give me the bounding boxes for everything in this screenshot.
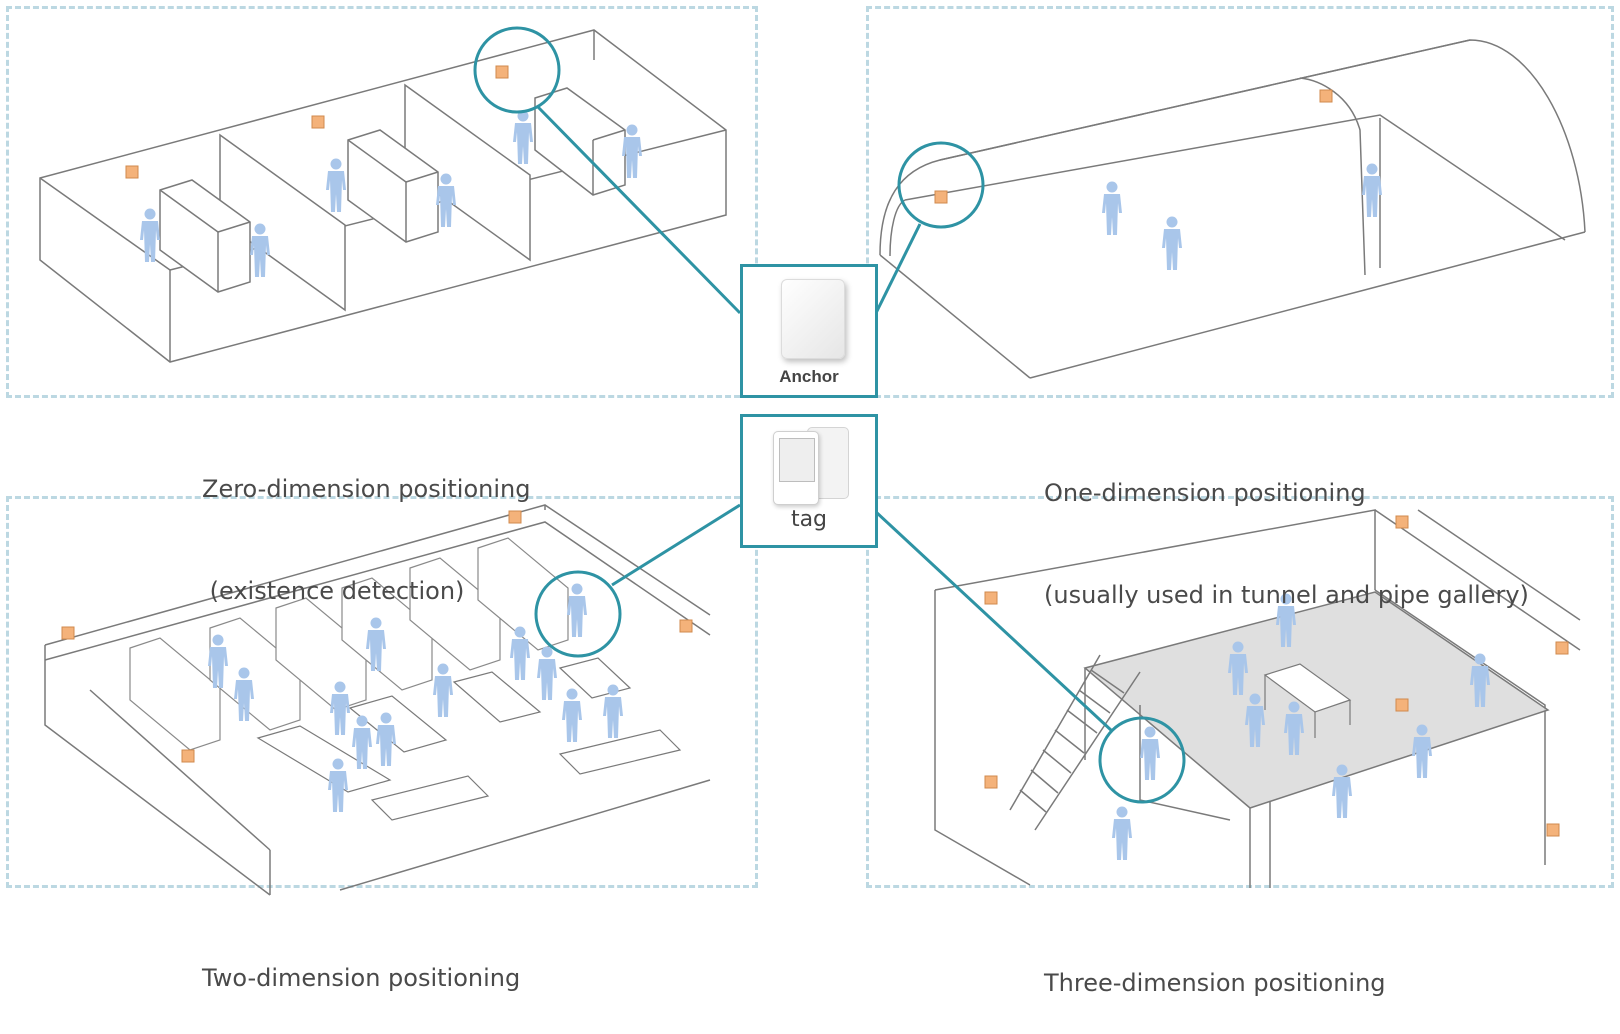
panel-one-dimension [866,6,1614,398]
caption-two-dimension: Two-dimension positioning [202,893,520,1029]
panel-three-dimension [866,496,1614,888]
stairs [1009,654,1141,831]
caption-zero-line1: Zero-dimension positioning [202,475,531,503]
zero-dimension-scene [39,29,727,363]
anchor-label: Anchor [779,367,839,386]
caption-one-dimension: One-dimension positioning (usually used … [1044,408,1529,646]
panel-two-dimension [6,496,758,888]
tag-label: tag [790,507,828,532]
positioning-illustration [39,26,1586,896]
connector-lines [473,26,1186,804]
caption-one-line2: (usually used in tunnel and pipe gallery… [1044,581,1529,609]
caption-one-line1: One-dimension positioning [1044,479,1366,507]
caption-three-dimension: Three-dimension positioning [1044,898,1386,1034]
caption-zero-dimension: Zero-dimension positioning (existence de… [202,404,530,642]
desk-3d [1263,663,1352,738]
shelving-rows [129,537,569,751]
caption-three-line1: Three-dimension positioning [1044,969,1386,997]
tag-device-box: tag [740,414,878,548]
panel-zero-dimension [6,6,758,398]
two-dimension-scene [44,504,711,896]
caption-zero-line2: (existence detection) [202,577,465,605]
tag-device-image [773,431,819,505]
anchor-device-box: Anchor [740,264,878,398]
tag-screen [779,438,815,482]
caption-two-line1: Two-dimension positioning [202,964,521,992]
one-dimension-scene [879,39,1586,379]
anchor-device-image [781,279,845,359]
